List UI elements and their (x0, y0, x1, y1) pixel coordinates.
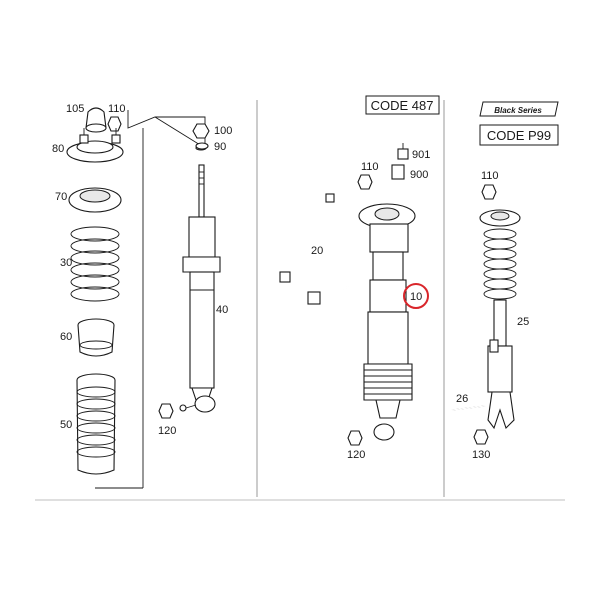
code-487-label: CODE 487 (371, 98, 434, 113)
label-110-middle: 110 (361, 161, 379, 173)
label-120-left: 120 (158, 425, 176, 437)
part-120-nut-middle (347, 430, 363, 446)
label-130: 130 (472, 449, 490, 461)
part-80-mount (66, 128, 124, 163)
part-120-nut-left (158, 403, 174, 419)
label-50: 50 (60, 419, 72, 431)
part-26-bolt (451, 405, 486, 411)
part-60-bump-stop (77, 318, 115, 357)
part-10-air-strut (358, 203, 416, 441)
part-901-valve (397, 143, 409, 160)
label-900: 900 (410, 169, 428, 181)
black-series-badge: Black Series (479, 101, 559, 117)
part-25-coilover (479, 209, 521, 430)
part-40-shock-absorber (179, 123, 221, 413)
label-100: 100 (214, 125, 232, 137)
label-120-middle: 120 (347, 449, 365, 461)
label-25: 25 (517, 316, 529, 328)
label-110-left: 110 (108, 103, 126, 115)
part-20-air-line (279, 193, 371, 305)
part-100-nut (192, 123, 210, 139)
left-group-bracket (127, 110, 206, 149)
part-900-fitting (391, 164, 405, 180)
label-80: 80 (52, 143, 64, 155)
label-110-right: 110 (481, 170, 499, 182)
code-487-box: CODE 487 (365, 95, 440, 115)
highlight-circle-10 (403, 283, 429, 309)
code-p99-box: CODE P99 (479, 124, 559, 146)
label-60: 60 (60, 331, 72, 343)
part-130-nut (473, 429, 489, 445)
part-110-nut-right (481, 184, 497, 200)
label-20: 20 (311, 245, 323, 257)
label-901: 901 (412, 149, 430, 161)
label-40: 40 (216, 304, 228, 316)
label-70: 70 (55, 191, 67, 203)
part-50-dust-boot (76, 373, 116, 475)
part-90-washer (195, 142, 209, 150)
part-110-nut (107, 116, 122, 132)
code-p99-label: CODE P99 (487, 128, 551, 143)
label-30: 30 (60, 257, 72, 269)
part-105-cap (85, 107, 107, 133)
label-90: 90 (214, 141, 226, 153)
part-30-coil-spring (70, 226, 120, 302)
label-26: 26 (456, 393, 468, 405)
label-10: 10 (410, 291, 422, 303)
black-series-label: Black Series (494, 106, 542, 115)
label-105: 105 (66, 103, 84, 115)
part-110-nut-middle (357, 174, 373, 190)
part-70-spring-seat (68, 187, 122, 213)
